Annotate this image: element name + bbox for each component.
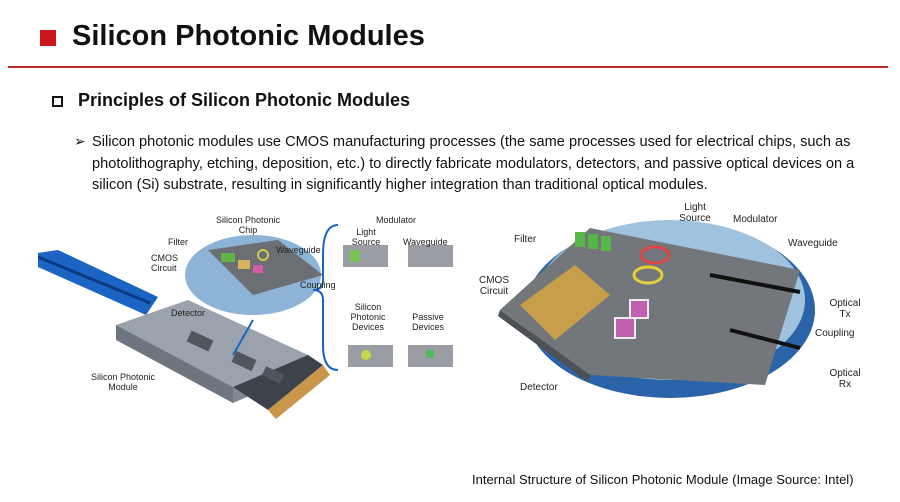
gold-contacts: [268, 365, 330, 419]
label-coupling: Coupling: [300, 280, 336, 290]
figure-caption: Internal Structure of Silicon Photonic M…: [472, 472, 854, 487]
label-modulator: Modulator: [376, 215, 416, 225]
label-modulator: Modulator: [733, 214, 778, 225]
label-coupling: Coupling: [815, 328, 854, 339]
title-bullet-square: [40, 30, 56, 46]
label-modulator-waveguide: Waveguide: [403, 237, 448, 247]
label-detector: Detector: [171, 308, 205, 318]
label-detector: Detector: [520, 382, 558, 393]
coupling-bracket: [312, 224, 339, 371]
title-divider: [8, 66, 888, 68]
label-waveguide: Waveguide: [788, 238, 838, 249]
section-heading-text: Principles of Silicon Photonic Modules: [78, 90, 411, 110]
label-waveguide: Waveguide: [276, 245, 321, 255]
title-bar: Silicon Photonic Modules: [0, 0, 900, 70]
bullet-text: Silicon photonic modules use CMOS manufa…: [92, 134, 855, 193]
cmos-circuit-area: [520, 265, 610, 340]
label-filter: Filter: [168, 237, 188, 247]
arrow-bullet-icon: ➢: [74, 133, 86, 149]
hollow-square-icon: [52, 96, 63, 107]
label-filter: Filter: [514, 234, 537, 245]
page-title: Silicon Photonic Modules: [72, 20, 425, 52]
